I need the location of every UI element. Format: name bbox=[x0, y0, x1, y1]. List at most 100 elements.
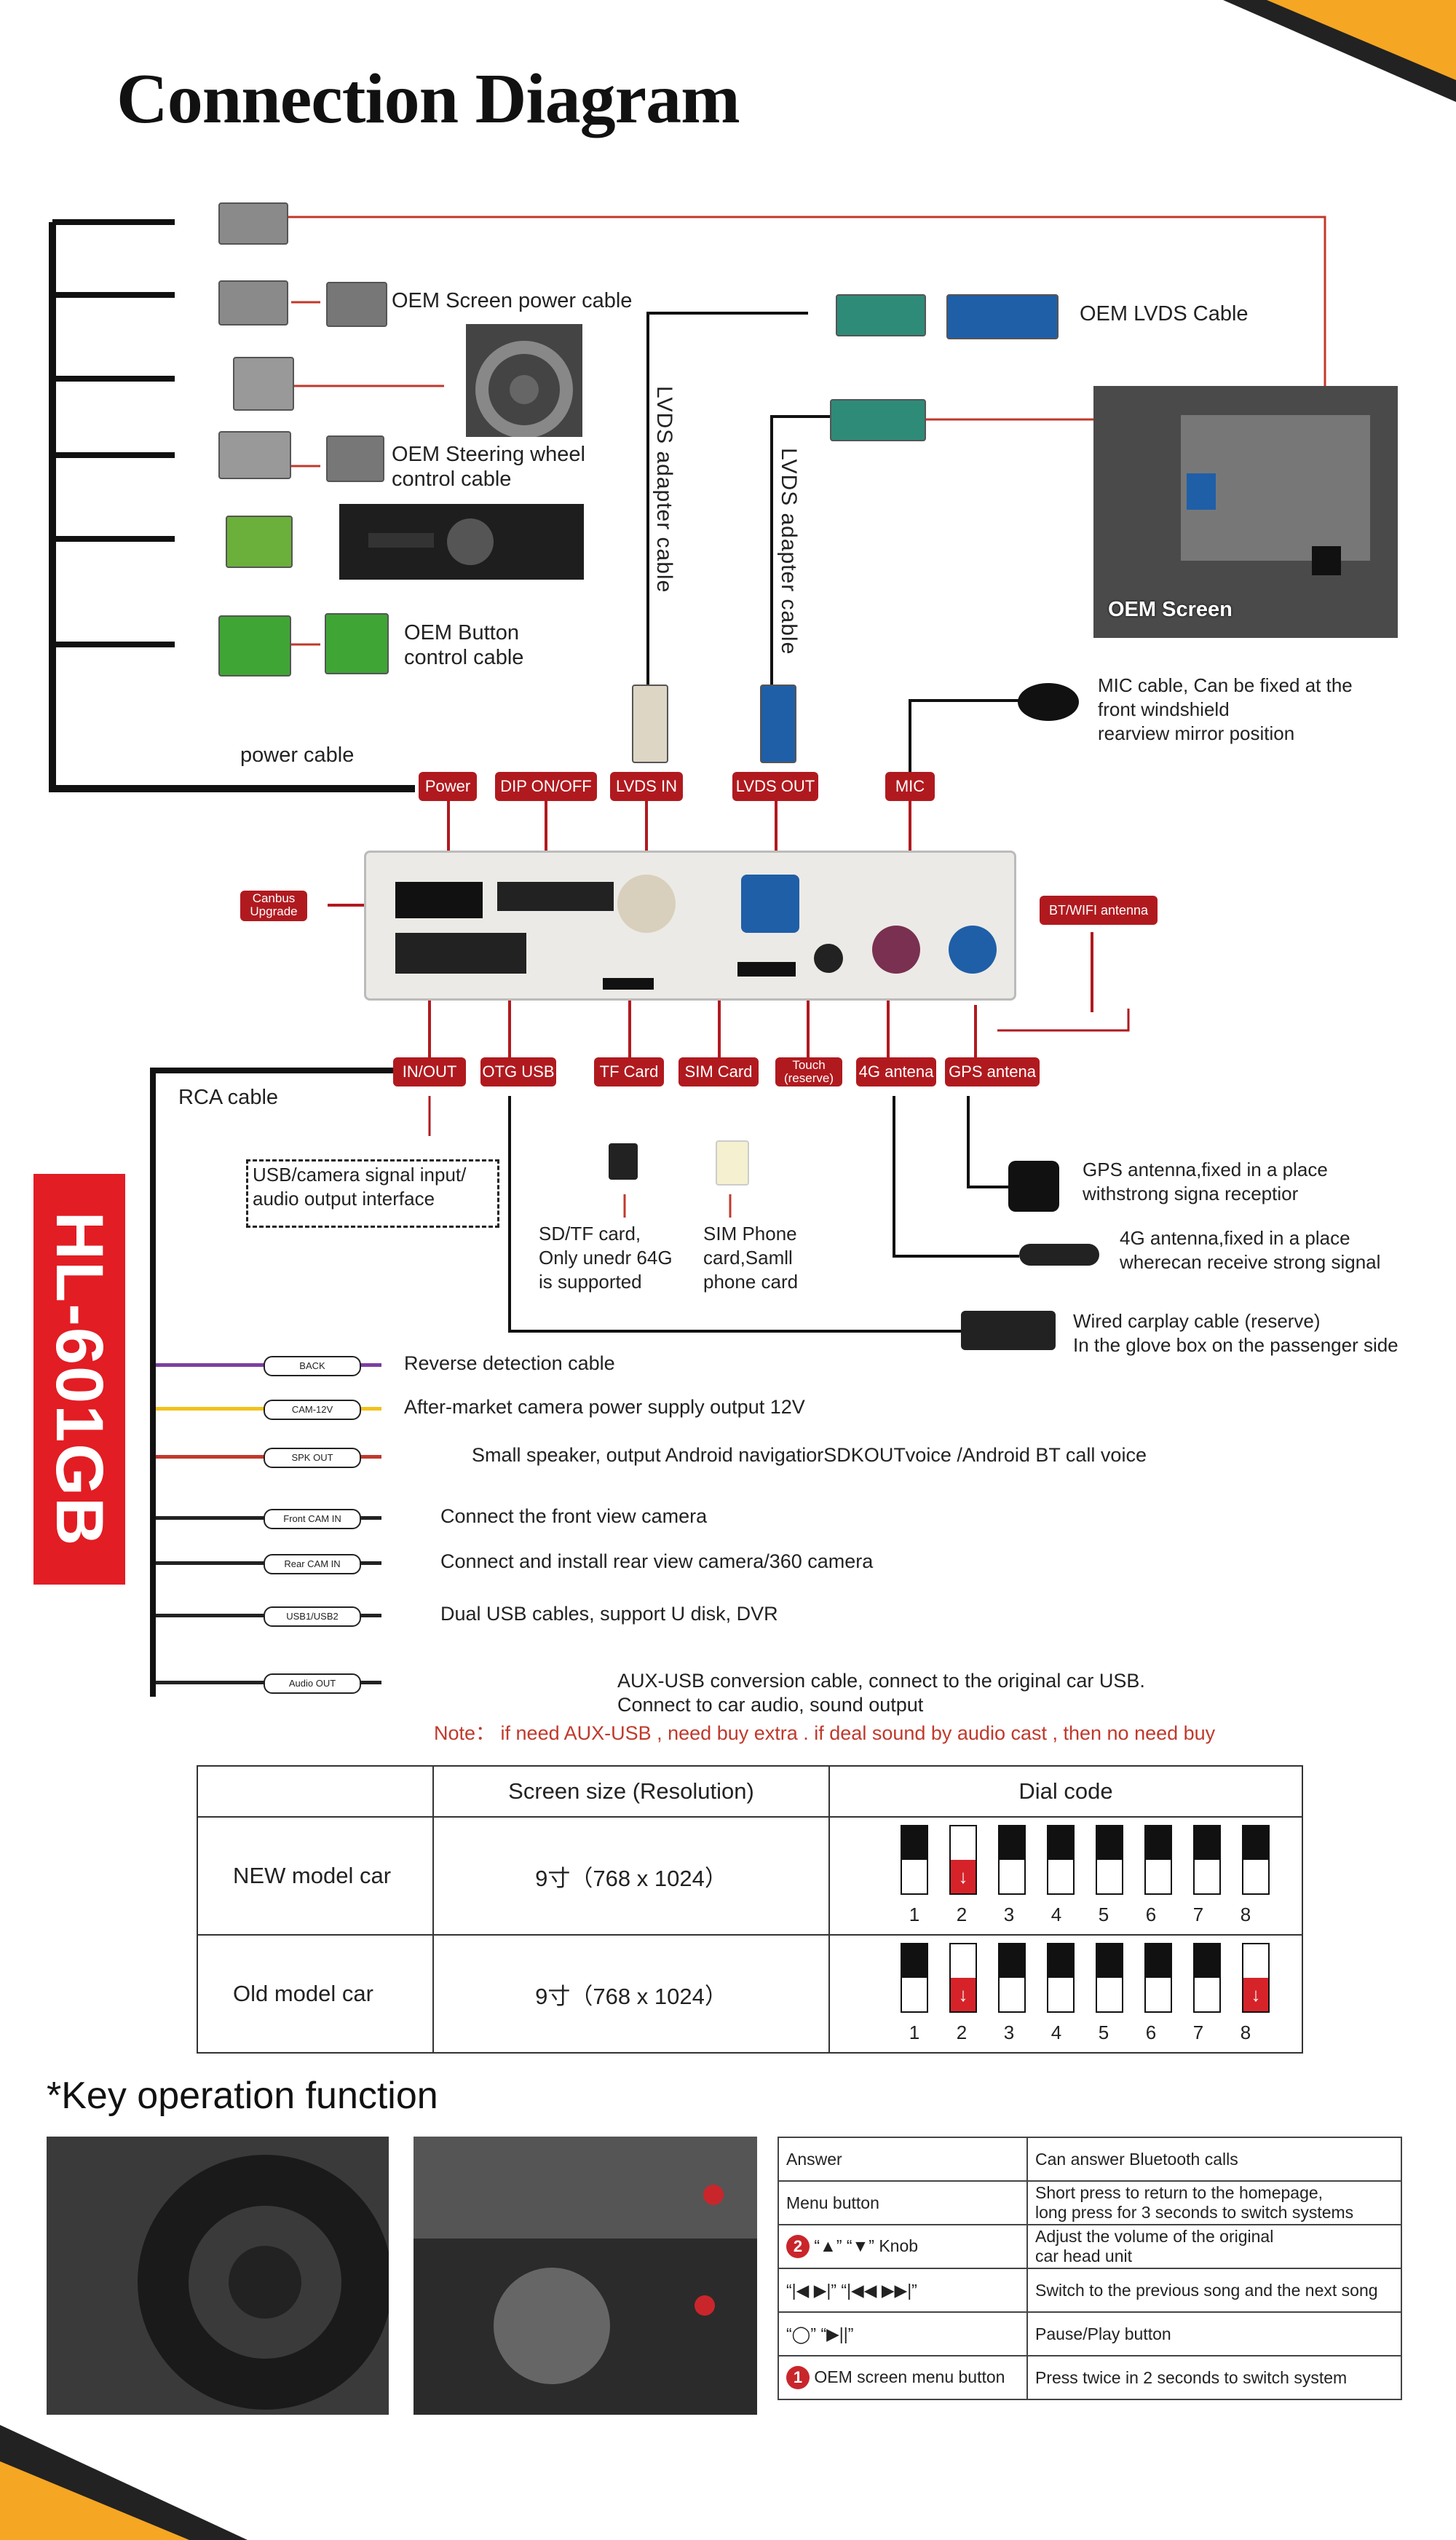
wire-tag: SPK OUT bbox=[264, 1448, 361, 1468]
dip-number: 5 bbox=[1098, 1904, 1109, 1925]
play-pause-icon: “◯” “▶||” bbox=[786, 2324, 854, 2343]
dip-switch bbox=[901, 1943, 928, 2013]
dip-switch bbox=[1096, 1825, 1123, 1895]
antenna-4g-port bbox=[872, 926, 920, 974]
dip-switch bbox=[1193, 1825, 1221, 1895]
mic-cable-label: MIC cable, Can be fixed at the front win… bbox=[1098, 674, 1353, 744]
dial-model: Old model car bbox=[197, 1934, 434, 2054]
lvds-adapter-label-2: LVDS adapter cable bbox=[777, 448, 801, 655]
dip-switch: ↓ bbox=[949, 1825, 977, 1895]
key-name-cell: “|◀ ▶|” “|◀◀ ▶▶|” bbox=[778, 2268, 1028, 2313]
button-connector-b bbox=[218, 615, 291, 677]
skip-icon: “|◀ ▶|” “|◀◀ ▶▶|” bbox=[786, 2280, 917, 2300]
steering-oem-connector bbox=[326, 435, 384, 482]
key-row: “◯” “▶||”Pause/Play button bbox=[778, 2311, 1402, 2356]
dip-number: 5 bbox=[1098, 2022, 1109, 2043]
oem-steering-label: OEM Steering wheel control cable bbox=[392, 443, 585, 491]
dip-number: 1 bbox=[909, 1904, 920, 1925]
dial-header-screen: Screen size (Resolution) bbox=[432, 1765, 830, 1818]
key-desc-cell: Adjust the volume of the original car he… bbox=[1026, 2224, 1402, 2269]
wire-tag: Front CAM IN bbox=[264, 1509, 361, 1529]
wire-desc: AUX-USB conversion cable, connect to the… bbox=[617, 1670, 1145, 1716]
key-name-cell: Menu button bbox=[778, 2180, 1028, 2225]
sd-card-icon bbox=[609, 1143, 638, 1180]
lvds-in-plug bbox=[632, 685, 668, 763]
key-desc-cell: Short press to return to the homepage, l… bbox=[1026, 2180, 1402, 2225]
tf-slot bbox=[603, 978, 654, 990]
oem-screen-photo: OEM Screen bbox=[1093, 386, 1398, 638]
button-oem-connector bbox=[325, 613, 389, 674]
steering-buttons-photo bbox=[47, 2137, 389, 2415]
oem-screen-label: OEM Screen bbox=[1108, 598, 1233, 621]
wire-tag: CAM-12V bbox=[264, 1400, 361, 1420]
dip-switch bbox=[1144, 1943, 1172, 2013]
sim-card-icon bbox=[716, 1140, 749, 1186]
key-row: “|◀ ▶|” “|◀◀ ▶▶|”Switch to the previous … bbox=[778, 2268, 1402, 2313]
key-name-cell: “◯” “▶||” bbox=[778, 2311, 1028, 2356]
steering-wheel-photo bbox=[466, 324, 582, 437]
wire-desc: Reverse detection cable bbox=[404, 1352, 615, 1374]
lvds-connector-green-2 bbox=[830, 399, 926, 441]
model-label: HL-601GB bbox=[42, 1211, 116, 1547]
dial-header-blank bbox=[197, 1765, 434, 1818]
tag-touch: Touch (reserve) bbox=[775, 1057, 842, 1086]
badge-icon: 1 bbox=[786, 2366, 810, 2389]
wire-desc: After-market camera power supply output … bbox=[404, 1396, 805, 1418]
io-port bbox=[395, 933, 526, 974]
oem-lvds-label: OEM LVDS Cable bbox=[1080, 302, 1249, 326]
button-connector-a bbox=[226, 516, 293, 568]
tag-gps: GPS antena bbox=[945, 1057, 1040, 1086]
mic-icon bbox=[1018, 683, 1079, 721]
dip-switch: ↓ bbox=[949, 1943, 977, 2013]
sim-phone-label: SIM Phone card,Samll phone card bbox=[703, 1223, 799, 1293]
phone-icon: Answer bbox=[786, 2149, 842, 2169]
tag-tf-card: TF Card bbox=[594, 1057, 664, 1086]
key-operation-title: *Key operation function bbox=[47, 2075, 438, 2117]
dip-switch: ↓ bbox=[1242, 1943, 1270, 2013]
dial-model: NEW model car bbox=[197, 1816, 434, 1936]
tag-bt-wifi: BT/WIFI antenna bbox=[1040, 896, 1158, 925]
wire-tag: USB1/USB2 bbox=[264, 1606, 361, 1627]
screen-power-connector bbox=[218, 280, 288, 326]
wiring-lines bbox=[49, 216, 1326, 1697]
tag-mic: MIC bbox=[885, 772, 935, 801]
corner-decoration-bottom bbox=[0, 2425, 248, 2540]
lvds-out-plug bbox=[760, 685, 796, 763]
gps-antenna-icon bbox=[1008, 1161, 1059, 1212]
oem-menu-icon: OEM screen menu button bbox=[814, 2367, 1005, 2386]
dial-screen: 9寸（768 x 1024） bbox=[432, 1816, 830, 1936]
dip-number: 1 bbox=[909, 2022, 920, 2043]
touch-port bbox=[814, 944, 843, 973]
power-port bbox=[395, 882, 483, 918]
dip-switch bbox=[1144, 1825, 1172, 1895]
sd-tf-label: SD/TF card, Only unedr 64G is supported bbox=[539, 1223, 673, 1293]
dip-number: 3 bbox=[1003, 1904, 1015, 1925]
screen-power-oem-connector bbox=[326, 282, 387, 327]
lvds-connector-blue bbox=[946, 294, 1059, 339]
dip-number: 7 bbox=[1192, 2022, 1204, 2043]
gps-desc-label: GPS antenna,fixed in a place withstrong … bbox=[1083, 1159, 1328, 1204]
model-badge: HL-601GB bbox=[33, 1174, 125, 1585]
lvds-adapter-label-1: LVDS adapter cable bbox=[652, 386, 676, 593]
oem-button-label: OEM Button control cable bbox=[404, 621, 524, 669]
dip-switch-block bbox=[497, 882, 614, 911]
g4-desc-label: 4G antenna,fixed in a place wherecan rec… bbox=[1120, 1227, 1381, 1273]
tag-canbus: Canbus Upgrade bbox=[240, 891, 307, 921]
carplay-label: Wired carplay cable (reserve) In the glo… bbox=[1073, 1310, 1398, 1356]
dip-switch bbox=[1047, 1825, 1075, 1895]
steering-connector bbox=[233, 357, 294, 411]
antenna-4g-icon bbox=[1019, 1244, 1099, 1266]
wire-tag: Rear CAM IN bbox=[264, 1554, 361, 1574]
tag-4g: 4G antena bbox=[856, 1057, 936, 1086]
dial-header-code: Dial code bbox=[828, 1765, 1303, 1818]
dip-number: 6 bbox=[1145, 1904, 1157, 1925]
dip-number: 2 bbox=[956, 1904, 968, 1925]
dip-switch bbox=[1047, 1943, 1075, 2013]
wire-desc: Dual USB cables, support U disk, DVR bbox=[440, 1603, 778, 1625]
badge-icon: 2 bbox=[786, 2235, 810, 2258]
usb-plug-icon bbox=[961, 1311, 1056, 1350]
